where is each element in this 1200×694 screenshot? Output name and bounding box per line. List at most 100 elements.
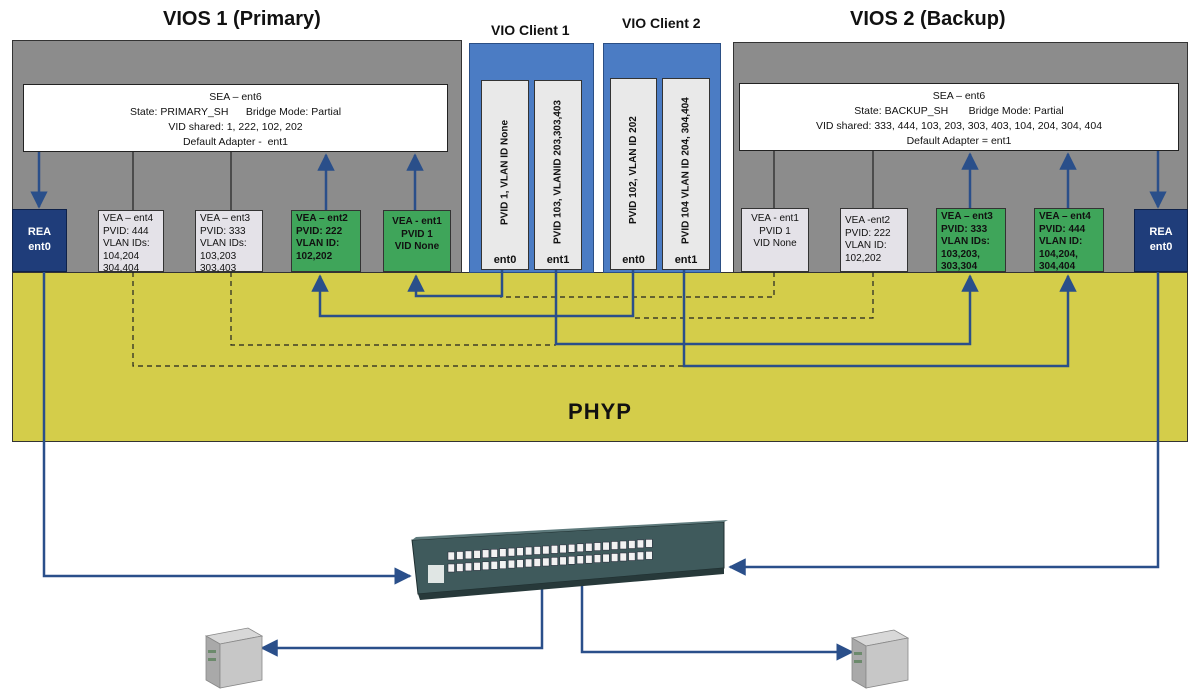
switch-port: [490, 549, 498, 558]
vios1-vea-ent3: VEA – ent3 PVID: 333 VLAN IDs: 103,203 3…: [195, 210, 263, 274]
switch-port: [576, 543, 584, 553]
active-path-client1-ent1: [554, 270, 979, 346]
switch-port: [542, 557, 550, 567]
vea-line: 104,204: [103, 250, 140, 262]
switch-port: [568, 556, 576, 565]
switch-port: [550, 557, 558, 566]
vios1-sea-line: Default Adapter - ent1: [182, 136, 289, 148]
client2-title: VIO Client 2: [622, 15, 701, 31]
switch-port: [645, 551, 653, 560]
vea-line: 103,203: [200, 250, 237, 262]
switch-port: [619, 552, 627, 562]
vea-line: VLAN IDs:: [200, 238, 247, 249]
vea-line: 303,304: [941, 261, 978, 272]
client1-title: VIO Client 1: [491, 22, 570, 38]
vea-line: VEA – ent3: [941, 211, 993, 222]
vea-line: VEA – ent4: [1039, 211, 1091, 222]
switch-port: [593, 542, 601, 551]
vios1-rea-ent0: REA ent0: [12, 209, 67, 272]
switch-port: [636, 539, 644, 549]
vios1-sea-line: State: PRIMARY_SH Bridge Mode: Partial: [129, 106, 342, 118]
switch-port: [482, 561, 490, 571]
client1-adapter-ent1: PVID 103, VLANID 203,303,403 ent1: [534, 80, 582, 270]
switch-port: [516, 559, 524, 568]
client2-adapter-ent1: PVID 104 VLAN ID 204, 304,404 ent1: [662, 78, 710, 270]
vios2-rea-ent0: REA ent0: [1134, 209, 1188, 272]
switch-port: [499, 548, 507, 557]
dashed-path-vlan333: [230, 272, 556, 346]
switch-port: [645, 539, 653, 548]
vea-line: VEA - ent1: [392, 216, 442, 227]
switch-port: [628, 540, 636, 549]
vea-line: PVID: 222: [296, 225, 343, 237]
switch-port: [593, 554, 601, 563]
client1-ent0-name: ent0: [493, 254, 517, 266]
network-switch-icon: [411, 520, 728, 600]
vea-line: PVID 1: [401, 228, 433, 240]
client2-ent0-name: ent0: [622, 254, 645, 266]
phyp-label: PHYP: [568, 399, 632, 424]
switch-port: [447, 563, 455, 573]
switch-port: [482, 549, 490, 559]
switch-port: [473, 550, 481, 559]
switch-port: [516, 547, 524, 556]
vios2-vea-ent2: VEA -ent2 PVID: 222 VLAN ID: 102,202: [840, 208, 908, 272]
vios1-sea-line: VID shared: 1, 222, 102, 202: [168, 121, 303, 133]
switch-port: [456, 551, 464, 560]
vea-line: VID None: [753, 238, 797, 249]
switch-port: [559, 556, 567, 566]
vea-line: VLAN ID:: [1039, 236, 1083, 247]
switch-port: [525, 558, 533, 568]
vea-line: VLAN ID:: [845, 240, 887, 251]
switch-port: [619, 540, 627, 550]
vios1-rea-ent: ent0: [28, 241, 51, 253]
vios2-sea-line: VID shared: 333, 444, 103, 203, 303, 403…: [815, 120, 1103, 132]
vea-line: 104,204,: [1039, 248, 1078, 260]
vios2-sea-line: Default Adapter = ent1: [906, 135, 1012, 147]
vios2-vea-ent1: VEA - ent1 PVID 1 VID None: [741, 208, 809, 272]
active-path-client2-ent1: [682, 270, 1077, 368]
vios2-sea-line: SEA – ent6: [932, 90, 986, 102]
vea-line: VEA - ent1: [751, 213, 799, 224]
vea-line: PVID 1: [759, 225, 791, 237]
vios2-rea-ent: ent0: [1149, 241, 1173, 253]
vios1-vea-ent2: VEA – ent2 PVID: 222 VLAN ID: 102,202: [291, 210, 361, 272]
vea-line: VEA – ent3: [200, 213, 251, 224]
vea-line: PVID: 444: [1039, 223, 1086, 235]
dashed-path-vlan444: [132, 272, 684, 367]
client2-ent1-name: ent1: [674, 254, 698, 266]
vios1-sea-box: SEA – ent6 State: PRIMARY_SH Bridge Mode…: [23, 84, 448, 152]
switch-port: [464, 550, 472, 560]
vea-line: VLAN ID:: [296, 238, 340, 249]
vios2-vea-ent4: VEA – ent4 PVID: 444 VLAN ID: 104,204, 3…: [1034, 208, 1104, 272]
vios1-title: VIOS 1 (Primary): [163, 8, 321, 30]
vea-line: VLAN IDs:: [103, 238, 150, 249]
vea-line: 304,404: [103, 263, 140, 274]
client2-adapter-ent0: PVID 102, VLAN ID 202 ent0: [610, 78, 657, 270]
phyp-layer: [12, 272, 1188, 442]
vios1-rea-label: REA: [27, 226, 52, 238]
switch-port: [602, 553, 610, 563]
switch-port: [611, 541, 619, 550]
client1-adapter-ent0: PVID 1, VLAN ID None ent0: [481, 80, 529, 270]
switch-port: [533, 546, 541, 555]
switch-port: [447, 551, 455, 561]
active-path-client2-ent0: [311, 270, 635, 318]
switch-port: [576, 555, 584, 565]
vios2-sea-line: State: BACKUP_SH Bridge Mode: Partial: [854, 105, 1064, 117]
vea-line: 303,403: [200, 263, 237, 274]
vea-line: VEA – ent4: [103, 213, 154, 224]
switch-port: [542, 545, 550, 555]
vea-line: VEA -ent2: [845, 215, 891, 226]
switch-port: [533, 558, 541, 567]
switch-port: [585, 542, 593, 552]
switch-port: [602, 541, 610, 551]
switch-port: [628, 552, 636, 561]
switch-port: [550, 545, 558, 554]
switch-port: [473, 562, 481, 571]
vea-line: 103,203,: [941, 248, 980, 260]
switch-port: [559, 544, 567, 554]
vea-line: VID None: [394, 241, 440, 252]
